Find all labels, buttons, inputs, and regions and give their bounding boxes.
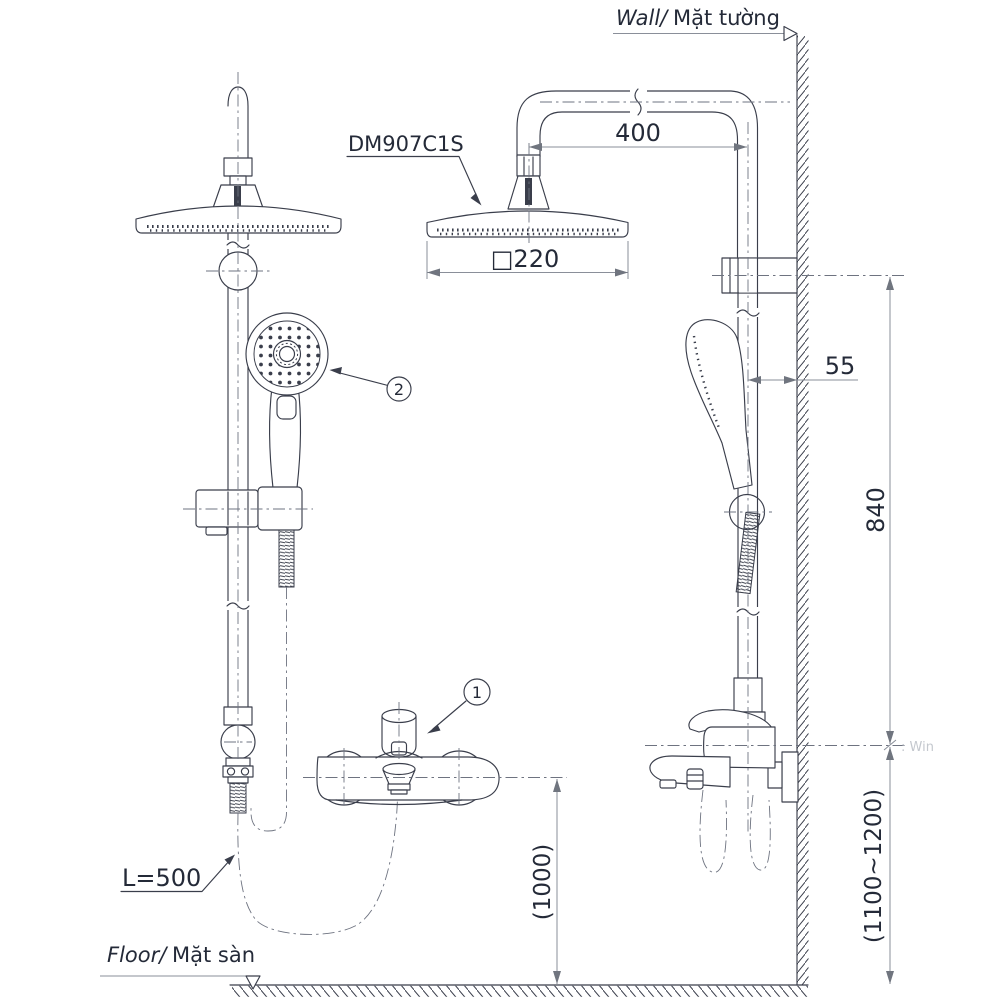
floor-label: Floor/ Mặt sàn [100,943,261,990]
detail-view: DM907C1S 400 □220 [346,88,790,279]
cone-slot [234,186,241,207]
side-view [645,122,906,873]
spout-aerator [390,789,408,795]
hand-shower-side [685,319,753,490]
hand-shower-hub [278,345,296,363]
slide-bracket [183,486,313,536]
floor-arrow [245,975,261,990]
product-code-arrow [470,193,482,206]
dim-55: 55 [748,352,858,384]
callout-1-number: 1 [472,683,482,702]
connector-detail-lines [523,156,534,176]
side-diverter-knob [686,768,704,790]
wall-label-en: Wall/ [616,6,669,30]
detail-cone-slot [525,178,532,205]
l500-arrow [224,854,235,865]
handle-button [276,395,297,420]
mixer-body [316,756,500,801]
dim-1100-1200: (1100~1200) [861,747,894,984]
wall-label-vi: Mặt tường [673,6,780,30]
pipe-mask [739,258,757,293]
hand-shower-hub-ring [272,339,302,369]
callout-2-arrow [329,367,342,375]
rain-shower-head-front [135,205,342,234]
shower-arm-outer [516,90,759,258]
callout-1-arrow [427,724,441,734]
side-wall-flange [781,751,799,803]
hose-coil-front [278,529,295,588]
watermark-text: : Win [901,740,934,755]
spout-taper [382,769,416,785]
dim-400-text: 400 [615,119,661,147]
dim-55-text: 55 [825,352,856,380]
bracket-lock-tab [205,526,228,536]
nut-top [225,757,251,767]
diverter-ridges [686,774,704,782]
dim-1100-1200-text: (1100~1200) [861,789,887,943]
detail-connector-block [516,154,541,177]
bracket-left-block [195,489,259,528]
mixer-front-view: 1 [303,678,567,808]
nut-facet-right [240,767,250,776]
front-view [135,72,398,935]
floor [229,984,809,997]
callout-1: 1 [427,678,491,734]
riser-top-cap [227,86,249,159]
product-code-text: DM907C1S [348,132,464,156]
hand-shower-front [245,312,329,489]
product-code-label: DM907C1S [346,132,482,206]
dim-1000: (1000) [530,779,561,984]
callout-2: 2 [329,367,412,402]
riser-pipe [227,232,249,708]
hand-shower-hose [250,587,287,832]
callout-2-circle [386,376,412,402]
dim-1000-text: (1000) [530,844,556,920]
pipe-through-bracket [227,491,249,526]
main-hose-loop [237,792,398,935]
floor-hatching [232,985,808,997]
mixer-side-view [649,709,799,803]
wall [796,34,809,986]
callout-2-number: 2 [394,380,404,399]
dim-840-text: 840 [862,487,890,533]
mixer-body-underside [335,799,463,806]
floor-label-vi: Mặt sàn [172,943,255,967]
dim-400: 400 [529,119,747,151]
callout-1-circle [463,678,491,706]
hub-mode-ring [275,342,299,366]
bracket-holder [257,486,303,531]
dim-220: □220 [426,241,629,279]
hose-coil-bottom [229,782,247,814]
bottom-connector [220,706,256,814]
wall-hatching [797,36,809,985]
flange-centerlines [343,748,460,808]
spout-collar [382,762,416,776]
nut-base [227,776,249,784]
nut-facet-left [226,767,236,776]
dim-220-text: □220 [491,245,559,273]
side-hose-loop-right [749,794,771,871]
hose-length-label: L=500 [120,854,235,893]
floor-label-en: Floor/ [107,943,168,967]
side-hose-loop-left [699,789,727,873]
spout-outlet [387,783,411,791]
wall-label: Wall/ Mặt tường [613,6,798,42]
dim-840: 840 [862,277,897,751]
wall-arrow [783,25,798,42]
dim-l500-text: L=500 [122,864,201,892]
side-spout-outlet [659,779,677,789]
